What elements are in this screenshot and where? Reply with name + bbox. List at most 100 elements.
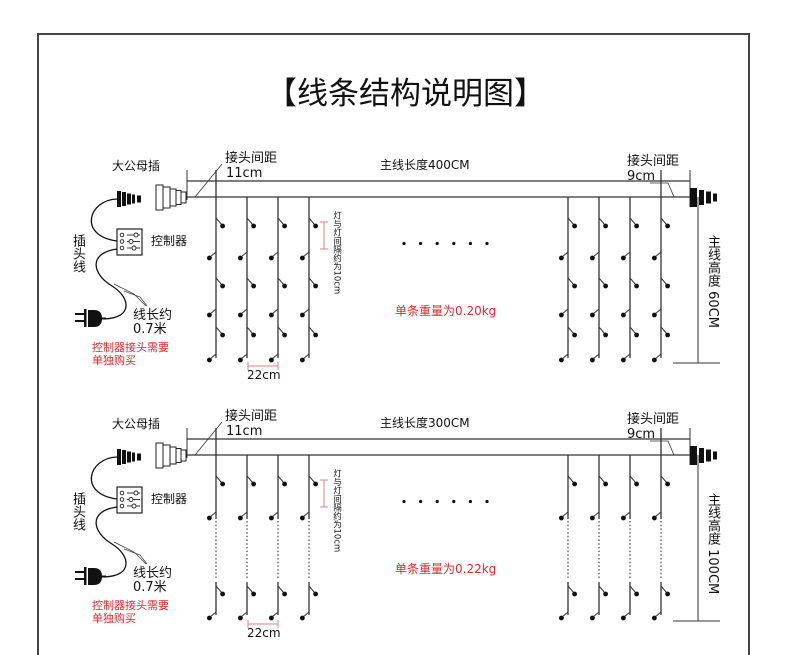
controller-icon — [116, 228, 143, 256]
bulb-spacing-label: 灯与灯间隔约为10cm — [331, 469, 342, 553]
bulb-icon — [238, 615, 243, 621]
bulb-icon — [313, 283, 318, 289]
plug-body — [88, 568, 102, 585]
page-title: 【线条结构说明图】 — [266, 76, 545, 112]
bulb-stem — [308, 277, 316, 286]
light-strand — [207, 428, 226, 621]
bulb-icon — [665, 332, 670, 338]
bulb-stem — [271, 353, 279, 360]
plug-flange — [84, 309, 87, 327]
bulb-icon — [559, 357, 564, 363]
weight-label: 单条重量为0.22kg — [395, 562, 497, 576]
bulb-stem — [592, 353, 600, 360]
bulb-icon — [282, 223, 287, 229]
bulb-stem — [623, 251, 631, 258]
bulb-stem — [629, 326, 637, 335]
bulb-stem — [592, 251, 600, 258]
controller-slider-knob — [131, 503, 137, 509]
plug-segment — [162, 444, 171, 467]
bulb-stem — [660, 326, 668, 335]
male-plug-icon — [117, 191, 141, 207]
bulb-icon — [621, 515, 626, 521]
controller-slider-knob — [133, 490, 139, 496]
bulb-icon — [603, 332, 608, 338]
plug-segment — [117, 449, 121, 465]
diagram-drawing — [75, 421, 720, 628]
bulb-stem — [629, 585, 637, 594]
bulb-icon — [652, 515, 657, 521]
height-label: 主线高度 60CM — [705, 235, 720, 328]
controller-label: 控制器 — [151, 234, 188, 248]
controller-note-line1: 控制器接头需要 — [92, 599, 169, 612]
bulb-icon — [621, 312, 626, 318]
bulb-stem — [561, 308, 569, 315]
bulb-icon — [572, 332, 577, 338]
light-strand — [207, 170, 226, 363]
bulb-stem — [623, 511, 631, 518]
ellipsis-dot — [402, 499, 406, 504]
end-plug-icon — [690, 188, 717, 207]
bulb-stem — [240, 511, 248, 518]
bulb-icon — [251, 591, 256, 597]
plug-segment — [117, 191, 121, 207]
ellipsis-dot — [435, 499, 439, 504]
plug-segment — [137, 453, 141, 461]
plug-segment — [699, 190, 704, 205]
power-cable-upper — [90, 456, 118, 500]
strand-spacing-bracket — [247, 620, 279, 628]
plug-segment — [690, 188, 697, 207]
female-plug-icon — [155, 442, 187, 469]
light-strand — [652, 428, 670, 621]
plug-body — [88, 310, 102, 327]
bulb-stem — [629, 217, 637, 226]
bulb-stem — [654, 353, 662, 360]
bulb-stem — [561, 511, 569, 518]
bulb-stem — [308, 326, 316, 335]
bulb-stem — [240, 308, 248, 315]
plug-segment — [699, 448, 704, 463]
ellipsis-dot — [452, 499, 456, 504]
bulb-icon — [652, 357, 657, 363]
controller-indicator — [119, 245, 125, 251]
left-gap-leader — [194, 421, 223, 456]
plug-segment — [137, 195, 141, 203]
bulb-stem — [561, 611, 569, 618]
bulb-stem — [302, 251, 310, 258]
bulb-stem — [215, 326, 223, 335]
bulb-stem — [592, 611, 600, 618]
end-plug-icon — [690, 446, 717, 465]
controller-icon — [116, 486, 143, 514]
bulb-stem — [567, 475, 575, 484]
plug-flange — [84, 567, 87, 585]
bulb-icon — [603, 223, 608, 229]
diagram-drawing — [75, 163, 720, 370]
plug-segment — [127, 451, 131, 463]
light-strand — [269, 455, 287, 621]
controller-slider-knob — [128, 239, 134, 244]
diagram-300cm: 大公母插 接头间距 11cm 主线长度300CM 接头间距 9cm 控制器 插头… — [0, 258, 790, 654]
ellipsis-dot — [452, 241, 456, 246]
bulb-icon — [590, 357, 595, 363]
bulb-stem — [598, 585, 606, 594]
light-strand — [621, 455, 639, 621]
wall-plug-icon — [75, 309, 106, 327]
power-cable-upper — [90, 198, 118, 242]
bulb-icon — [572, 591, 577, 597]
light-strand — [300, 455, 318, 621]
light-strand — [269, 197, 287, 363]
main-length-label: 主线长度400CM — [380, 158, 470, 172]
plug-segment — [175, 190, 182, 205]
bulb-stem — [592, 511, 600, 518]
ellipsis-dot — [468, 499, 472, 504]
bulb-stem — [209, 308, 217, 315]
bulb-icon — [313, 591, 318, 597]
bulb-icon — [621, 255, 626, 261]
bulb-stem — [246, 585, 254, 594]
bulb-icon — [634, 332, 639, 338]
bulb-icon — [572, 481, 577, 487]
strand-spacing-label: 22cm — [247, 368, 281, 382]
bulb-icon — [269, 615, 274, 621]
bulb-stem — [209, 353, 217, 360]
bulb-icon — [665, 223, 670, 229]
